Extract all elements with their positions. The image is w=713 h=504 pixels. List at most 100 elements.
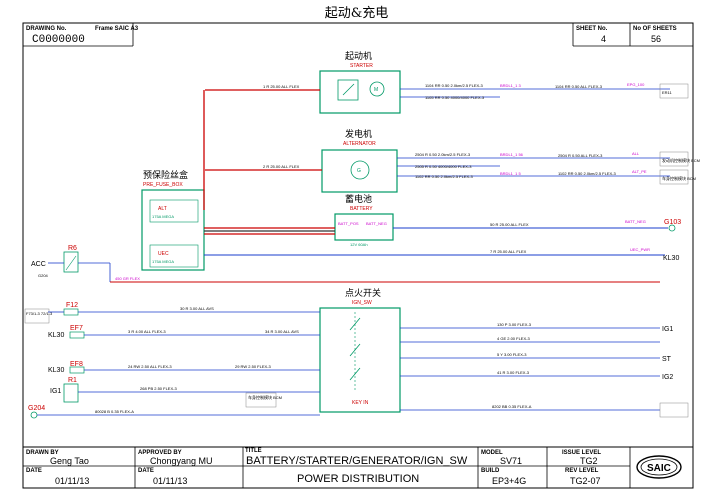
wire-label-ef8b: 29 RW 2.50 FLEX-3 xyxy=(235,364,271,369)
wire-label-ign-ig2: 41 R 3.00 FLEX-3 xyxy=(497,370,530,375)
saic-logo xyxy=(636,455,682,479)
ign-sw-box xyxy=(319,307,401,413)
svg-text:ALL: ALL xyxy=(632,151,640,156)
ign-sw-cn: 点火开关 xyxy=(345,287,381,299)
battery-en: BATTERY xyxy=(350,206,373,212)
alternator-box xyxy=(321,149,398,193)
issue-label: ISSUE LEVEL xyxy=(562,450,601,456)
svg-text:1104 RR 0.50 ALL FLEX-3: 1104 RR 0.50 ALL FLEX-3 xyxy=(555,84,603,89)
left-side-note-a: F73/1-3 72/1-3 xyxy=(26,311,53,316)
wire-label-alt-out2: 2505 R 0.50 4000/4000 FLEX-3 xyxy=(415,164,472,169)
starter-box xyxy=(319,70,401,114)
right-label-er11: ER11 xyxy=(662,90,672,95)
svg-text:EPG_100: EPG_100 xyxy=(627,82,645,87)
approved-by: Chongyang MU xyxy=(150,456,213,466)
sheet-frame xyxy=(22,22,694,489)
wire-label-ign-ig1b: 4 GE 2.00 FLEX-3 xyxy=(497,336,530,341)
left-label-kl30-b: KL30 xyxy=(48,367,64,374)
approved-by-label: APPROVED BY xyxy=(138,450,182,456)
ign-key-in: KEY IN xyxy=(352,400,369,406)
fuse-uec: UEC xyxy=(158,251,169,257)
wire-label-batt: 50 R 25.00 ALL FLEX xyxy=(490,222,529,227)
fuse-uec-rating: 175A MEGA xyxy=(152,259,174,264)
svg-text:1102 RR 0.50 2.0km/2.5 FLEX-3: 1102 RR 0.50 2.0km/2.5 FLEX-3 xyxy=(558,171,617,176)
wire-label-ef7b: 34 R 3.00 ALL AVS xyxy=(265,329,299,334)
left-label-g204: G204 xyxy=(28,405,45,412)
svg-text:BRDL1_1 56: BRDL1_1 56 xyxy=(500,152,524,157)
model: SV71 xyxy=(500,456,522,466)
fuse-alt-rating: 175A MEGA xyxy=(152,214,174,219)
rev-label: REV LEVEL xyxy=(565,468,599,474)
battery-box xyxy=(334,213,394,241)
left-label-ef8: EF8 xyxy=(70,361,83,368)
date-2: 01/11/13 xyxy=(153,476,187,486)
svg-text:UEC_PWR: UEC_PWR xyxy=(630,247,650,252)
title-label: TITLE xyxy=(245,448,262,454)
wire-label-alt-in: 2 R 25.00 ALL FLEX xyxy=(263,164,300,169)
build-label: BUILD xyxy=(481,468,500,474)
wire-label-starter-in: 1 R 25.00 ALL FLEX xyxy=(263,84,300,89)
date2-label: DATE xyxy=(138,468,154,474)
sheet-no-label: SHEET No. xyxy=(576,26,608,32)
wire-label-key: 8202 BB 0.35 FLEX-A xyxy=(492,404,532,409)
relay-r6 xyxy=(63,251,79,273)
starter-en: STARTER xyxy=(350,63,373,69)
wire-label-kl30: 7 R 25.00 ALL FLEX xyxy=(490,249,527,254)
alternator-en: ALTERNATOR xyxy=(343,141,376,147)
battery-pos: BATT_POS xyxy=(338,221,359,226)
wire-label-starter-out2: 1105 RR 0.50 4000/4000 FLEX-3 xyxy=(425,95,485,100)
right-label-g103: G103 xyxy=(664,219,681,226)
battery-cn: 蓄电池 xyxy=(345,193,372,205)
starter-motor-symbol xyxy=(369,81,385,97)
pre-fuse-box xyxy=(141,189,205,271)
alternator-cn: 发电机 xyxy=(345,128,372,140)
relay-r1 xyxy=(63,383,79,403)
box-note: 车身控制模块 BCM xyxy=(248,394,282,400)
drawn-by-label: DRAWN BY xyxy=(26,450,59,456)
battery-rating: 12V 60Ah xyxy=(350,242,368,247)
wire-label-ign-ig1: 130 P 3.00 FLEX-3 xyxy=(497,322,532,327)
alternator-symbol xyxy=(350,160,370,180)
wire-label-ign-st: 5 Y 3.00 FLEX-3 xyxy=(497,352,527,357)
wire-label-starter-out1: 1104 RR 0.50 2.0km/2.5 FLEX-3 xyxy=(425,83,484,88)
saic-logo-text: SAIC xyxy=(647,463,671,474)
no-of-sheets: 56 xyxy=(651,34,661,44)
left-label-ef7: EF7 xyxy=(70,325,83,332)
wire-label-g204: 80028 B 0.35 FLEX-A xyxy=(95,409,134,414)
pre-fuse-en: PRE_FUSE_BOX xyxy=(143,182,183,188)
svg-text:BRDL1_1 3: BRDL1_1 3 xyxy=(500,83,521,88)
left-label-r6: R6 xyxy=(68,245,77,252)
left-label-kl30-a: KL30 xyxy=(48,332,64,339)
sheet-no: 4 xyxy=(601,34,606,44)
left-label-acc-conn: G204 xyxy=(38,273,49,278)
battery-neg: BATT_NEG xyxy=(366,221,387,226)
svg-text:M: M xyxy=(374,87,378,93)
left-label-ig1: IG1 xyxy=(50,388,61,395)
wire-label-r1: 268 PB 2.50 FLEX-3 xyxy=(140,386,177,391)
page-title: 起动&充电 xyxy=(324,6,389,21)
right-label-bcm: 车身控制模块 BCM xyxy=(662,175,696,181)
frame-label: Frame SAIC A3 xyxy=(95,26,139,32)
drawing-no-label: DRAWING No. xyxy=(26,26,67,32)
wire-label-alt-out3: 1102 RR 0.50 2.0km/2.5 FLEX-3 xyxy=(415,174,474,179)
issue-level: TG2 xyxy=(580,456,598,466)
svg-text:2504 R 0.50 ALL FLEX-3: 2504 R 0.50 ALL FLEX-3 xyxy=(558,153,603,158)
svg-text:ALT_PE: ALT_PE xyxy=(632,169,647,174)
build: EP3+4G xyxy=(492,476,526,486)
title-line-2: POWER DISTRIBUTION xyxy=(297,473,419,485)
wire-label-ef7: 3 R 4.00 ALL FLEX-3 xyxy=(128,329,166,334)
svg-text:BRDL1_1 5: BRDL1_1 5 xyxy=(500,171,521,176)
left-label-r1: R1 xyxy=(68,377,77,384)
wire-label-acc: 450 GR FLEX xyxy=(115,276,140,281)
drawn-by: Geng Tao xyxy=(50,456,89,466)
title-line-1: BATTERY/STARTER/GENERATOR/IGN_SW xyxy=(246,455,468,467)
wire-label-alt-out1: 2504 R 0.50 2.0km/2.5 FLEX-3 xyxy=(415,152,471,157)
wire-label-f12: 30 R 3.00 ALL AVS xyxy=(180,306,214,311)
right-label-ig1: IG1 xyxy=(662,326,673,333)
date-label: DATE xyxy=(26,468,42,474)
svg-text:G: G xyxy=(357,168,361,174)
svg-text:BATT_NEG: BATT_NEG xyxy=(625,219,646,224)
right-label-st: ST xyxy=(662,356,672,363)
no-of-sheets-label: No OF SHEETS xyxy=(633,26,677,32)
